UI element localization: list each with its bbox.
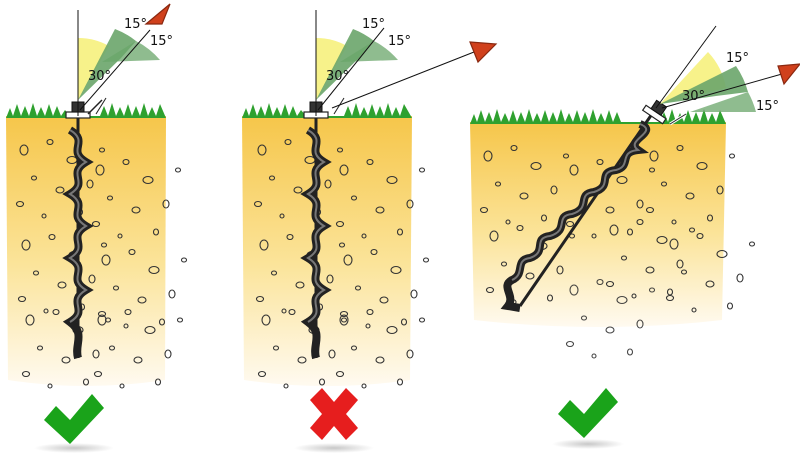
sector-15b (340, 41, 398, 62)
grass (6, 103, 166, 118)
panel-angled: 30° 15° 15° (470, 25, 800, 449)
sector-15a (78, 29, 136, 100)
auger (500, 99, 687, 312)
pointer-arrow-icon (144, 3, 171, 25)
pointer-arrow-icon (469, 41, 498, 64)
label-15b: 15° (388, 34, 411, 49)
pointer-line (331, 51, 475, 109)
cross-icon (310, 388, 358, 440)
soil-block (242, 116, 412, 386)
label-30: 30° (682, 89, 705, 104)
panel-vertical: 30° 15° 15° (6, 3, 188, 453)
sector-15b (690, 92, 756, 112)
pointer-arrow-icon (777, 63, 800, 86)
axis-line (655, 25, 717, 109)
label-15a: 15° (124, 17, 147, 32)
label-15a: 15° (362, 17, 385, 32)
panel-vertical-wrong-line: 30° 15° 15° (242, 10, 498, 453)
grass (242, 103, 412, 118)
sector-30 (78, 37, 109, 100)
grass (470, 109, 726, 124)
label-15b: 15° (150, 34, 173, 49)
sector-15a (660, 66, 748, 104)
label-15b: 15° (756, 99, 779, 114)
label-15a: 15° (726, 51, 749, 66)
pointer-line (79, 29, 151, 111)
check-icon (44, 394, 104, 444)
sector-edge (317, 27, 385, 111)
sector-30 (316, 37, 347, 100)
soil-block (6, 116, 166, 386)
label-30: 30° (326, 69, 349, 84)
label-30: 30° (88, 69, 111, 84)
sector-15a (316, 29, 374, 100)
check-icon (558, 388, 618, 438)
pointer-line (661, 73, 783, 109)
